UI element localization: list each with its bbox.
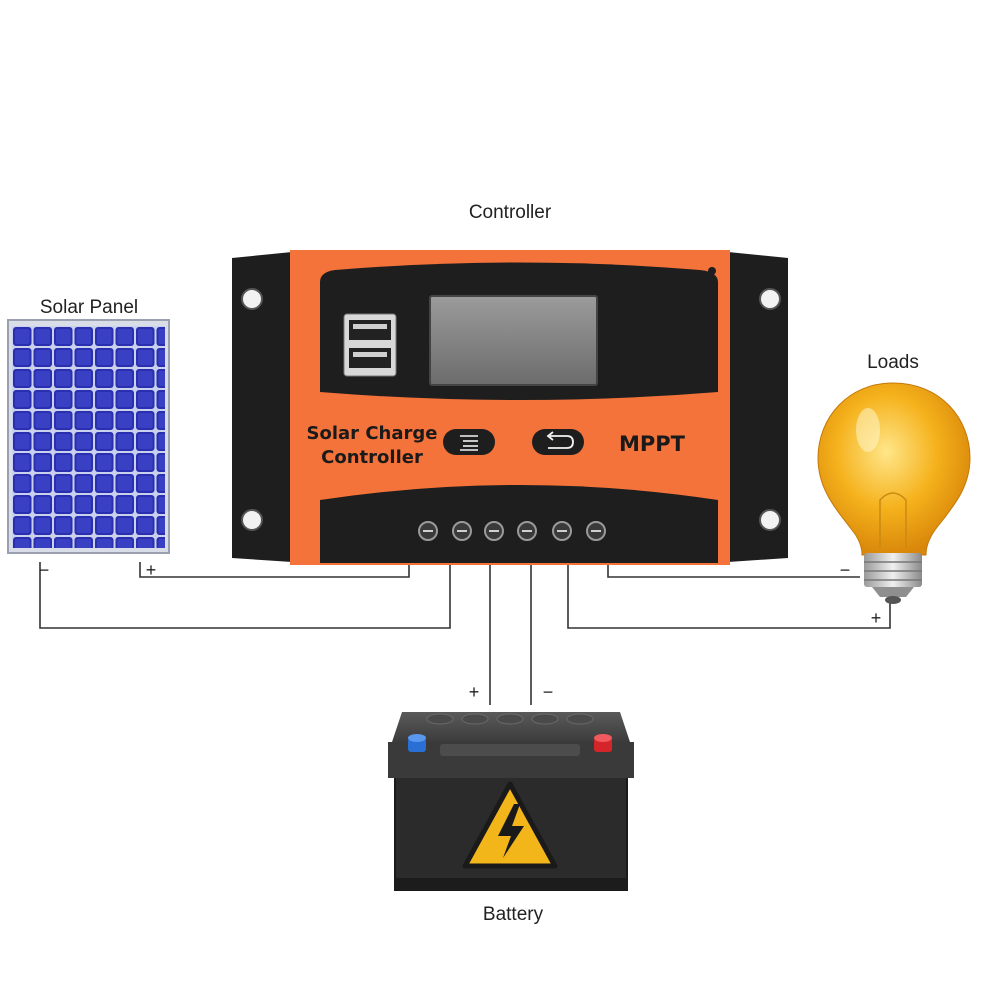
lcd-screen [429, 295, 598, 386]
terminal-block [418, 521, 606, 541]
menu-button[interactable] [443, 429, 495, 455]
battery-positive-terminal [594, 734, 612, 752]
controller-label: Controller [469, 202, 552, 223]
battery-label: Battery [483, 904, 544, 925]
charge-controller [232, 250, 788, 565]
return-button[interactable] [532, 429, 584, 455]
battery-negative-terminal [408, 734, 426, 752]
terminal-screw [552, 521, 572, 541]
wire-load-positive [567, 548, 891, 629]
wire-panel-negative [39, 548, 451, 629]
return-icon [546, 431, 574, 449]
terminal-screw [586, 521, 606, 541]
loads-label: Loads [867, 352, 919, 373]
solar-panel [7, 319, 170, 554]
load-positive-sign: + [871, 608, 882, 628]
panel-positive-sign: + [146, 560, 157, 580]
terminal-screw [452, 521, 472, 541]
brand-line-1: Solar Charge [307, 423, 438, 444]
lightbulb-icon [817, 382, 971, 604]
brand-line-2: Controller [321, 447, 423, 468]
solar-panel-label: Solar Panel [40, 297, 138, 318]
terminal-screw [517, 521, 537, 541]
wiring [39, 548, 891, 705]
panel-negative-sign: − [39, 560, 50, 580]
battery-negative-sign: − [543, 682, 554, 702]
load-negative-sign: − [840, 560, 851, 580]
battery-positive-sign: + [469, 682, 480, 702]
terminal-screw [418, 521, 438, 541]
terminal-screw [484, 521, 504, 541]
high-voltage-warning-icon [462, 781, 558, 869]
model-label: MPPT [619, 432, 686, 456]
usb-port-icon [343, 313, 397, 377]
menu-icon [460, 435, 478, 451]
